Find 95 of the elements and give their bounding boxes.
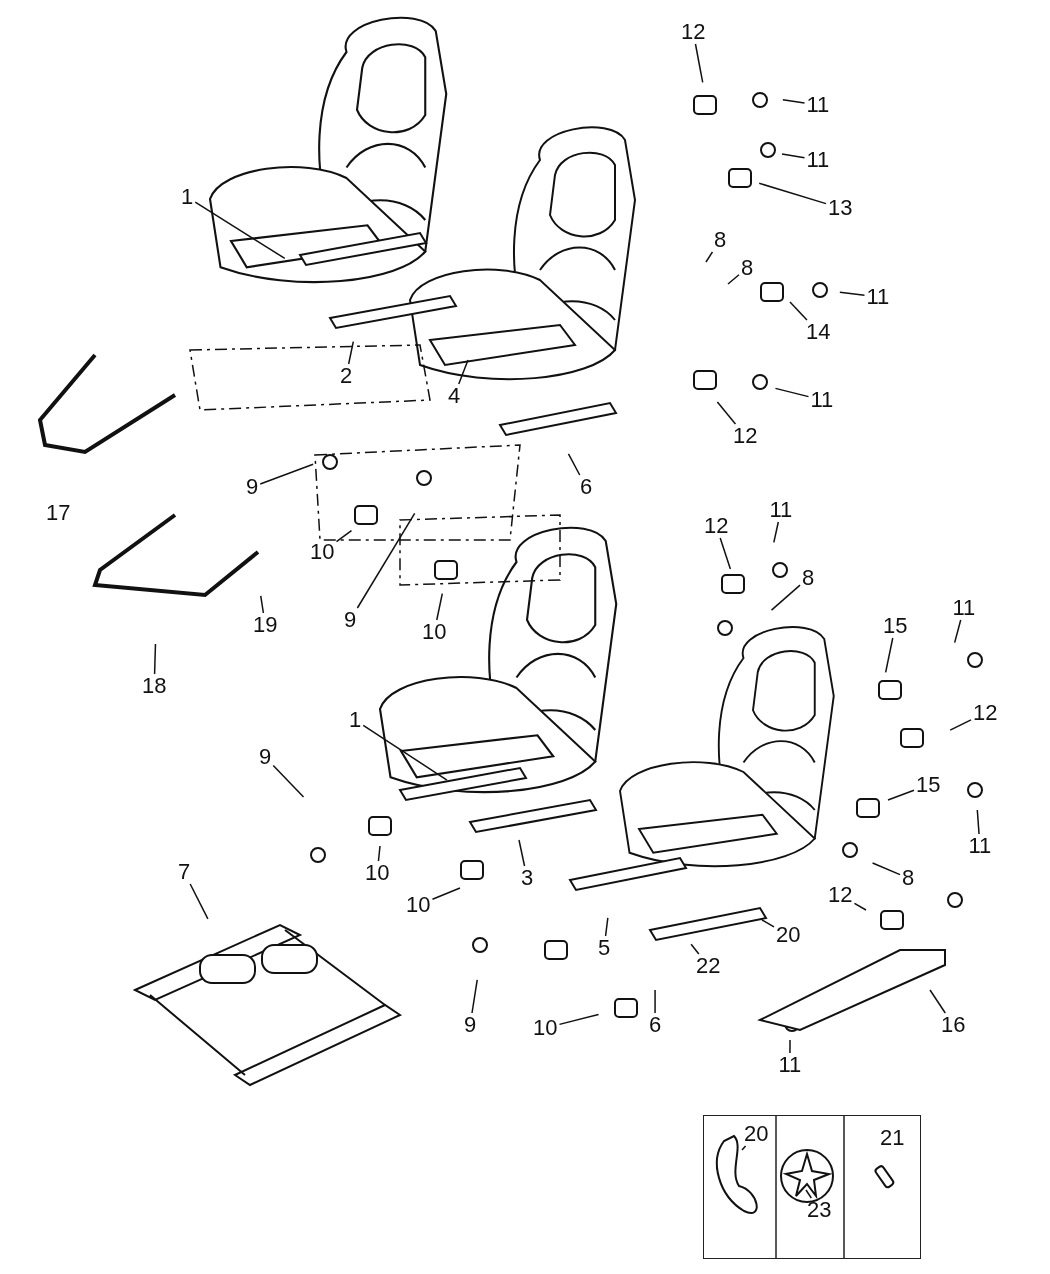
callout-number: 10 [531, 1016, 560, 1040]
leader-line [260, 595, 265, 614]
leader-line [853, 902, 867, 911]
leader-line [604, 917, 609, 937]
callout-number: 11 [808, 388, 836, 412]
callout-number: 1 [347, 708, 364, 732]
callout-number: 10 [363, 861, 392, 885]
callout-number: 4 [446, 384, 463, 408]
leader-line [377, 845, 381, 862]
leader-line [761, 919, 775, 928]
leader-line [976, 809, 980, 835]
leader-line [782, 98, 806, 104]
leader-line [805, 1189, 813, 1199]
callout-number: 17 [44, 501, 73, 525]
leader-line [773, 521, 780, 544]
leader-line [789, 1039, 791, 1054]
callout-number: 10 [404, 893, 433, 917]
leader-line [335, 529, 353, 543]
callout-number: 15 [914, 773, 943, 797]
leader-line [716, 401, 737, 425]
inset-panel [703, 1115, 921, 1259]
callout-number: 11 [864, 285, 892, 309]
leader-line [949, 719, 972, 731]
callout-number: 23 [805, 1198, 834, 1222]
leader-line [871, 862, 901, 876]
leader-line [567, 453, 581, 476]
callout-number: 1 [179, 185, 196, 209]
callout-number: 14 [804, 320, 833, 344]
callout-number: 9 [462, 1013, 479, 1037]
callout-number: 11 [966, 834, 994, 858]
leader-line [719, 537, 732, 570]
leader-line [259, 463, 314, 485]
leader-line [884, 637, 894, 674]
leader-line [887, 789, 915, 801]
callout-number: 12 [679, 20, 708, 44]
leader-line [431, 887, 461, 900]
callout-number: 11 [804, 148, 832, 172]
leader-line [727, 274, 740, 285]
callout-number: 12 [826, 883, 855, 907]
leader-line [654, 989, 656, 1014]
callout-number: 11 [950, 596, 978, 620]
leader-line [471, 979, 478, 1014]
callout-number: 10 [420, 620, 449, 644]
leader-line [194, 201, 286, 260]
leader-line [436, 592, 444, 621]
callout-number: 8 [712, 228, 729, 252]
callout-number: 15 [881, 614, 910, 638]
leader-line [690, 943, 700, 955]
callout-number: 20 [742, 1122, 771, 1146]
leader-line [929, 989, 946, 1014]
callout-number: 11 [767, 498, 795, 522]
leader-line [153, 643, 157, 675]
callout-number: 18 [140, 674, 169, 698]
callout-number: 22 [694, 954, 723, 978]
leader-line [558, 1013, 600, 1026]
leader-line [272, 764, 305, 798]
leader-line [356, 512, 416, 609]
callout-number: 20 [774, 923, 803, 947]
callout-number: 7 [176, 860, 193, 884]
leader-line [189, 883, 209, 920]
callout-number: 16 [939, 1013, 968, 1037]
leader-line [770, 584, 801, 611]
leader-line [362, 724, 448, 781]
callout-number: 12 [971, 701, 1000, 725]
callout-number: 11 [804, 93, 832, 117]
callout-number: 8 [739, 256, 756, 280]
leader-line [789, 301, 808, 321]
callout-number: 8 [900, 866, 917, 890]
callout-number: 11 [776, 1053, 804, 1077]
callout-number: 8 [800, 566, 817, 590]
callout-number: 19 [251, 613, 280, 637]
callout-number: 6 [647, 1013, 664, 1037]
callout-number: 5 [596, 936, 613, 960]
callout-number: 21 [878, 1126, 907, 1150]
leader-line [774, 387, 810, 398]
callout-number: 12 [731, 424, 760, 448]
callout-number: 9 [244, 475, 261, 499]
callout-number: 12 [702, 514, 731, 538]
leader-line [953, 619, 962, 644]
callout-number: 2 [338, 364, 355, 388]
leader-line [347, 340, 355, 365]
leader-line [781, 153, 806, 159]
leader-line [458, 359, 469, 385]
leader-line [758, 182, 827, 205]
leader-line [741, 1145, 747, 1151]
leader-line [839, 291, 866, 297]
leader-line [518, 839, 526, 867]
callout-number: 9 [257, 745, 274, 769]
callout-number: 3 [519, 866, 536, 890]
callout-number: 6 [578, 475, 595, 499]
callout-number: 13 [826, 196, 855, 220]
leader-line [694, 43, 704, 84]
callout-number: 9 [342, 608, 359, 632]
callout-number: 10 [308, 540, 337, 564]
leader-line [705, 251, 714, 263]
